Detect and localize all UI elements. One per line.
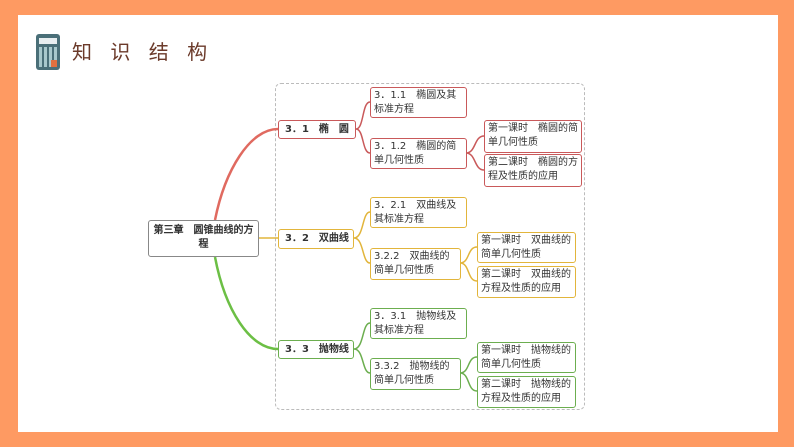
lesson-node: 第二课时 抛物线的方程及性质的应用	[477, 376, 576, 408]
topic-node: 3．1.2 椭圆的简单几何性质	[370, 138, 467, 169]
lesson-node: 第二课时 双曲线的方程及性质的应用	[477, 266, 576, 298]
topic-node: 3．3.1 抛物线及其标准方程	[370, 308, 467, 339]
lesson-node: 第一课时 抛物线的简单几何性质	[477, 342, 576, 373]
sections-frame	[275, 83, 585, 410]
connector-ellipse	[213, 127, 279, 221]
topic-node: 3．2.1 双曲线及其标准方程	[370, 197, 467, 228]
lesson-node: 第二课时 椭圆的方程及性质的应用	[484, 154, 582, 187]
topic-node: 3.3.2 抛物线的简单几何性质	[370, 358, 461, 390]
lesson-node: 第一课时 双曲线的简单几何性质	[477, 232, 576, 263]
section-hyperbola: 3．2 双曲线	[278, 229, 354, 249]
root-node: 第三章 圆锥曲线的方程	[148, 220, 259, 257]
calculator-icon	[36, 34, 60, 70]
topic-node: 3.2.2 双曲线的简单几何性质	[370, 248, 461, 280]
lesson-node: 第一课时 椭圆的简单几何性质	[484, 120, 582, 153]
section-ellipse: 3．1 椭 圆	[278, 120, 356, 139]
page-title: 知 识 结 构	[72, 40, 214, 64]
section-parabola: 3．3 抛物线	[278, 340, 354, 359]
connector-parabola	[213, 256, 279, 351]
topic-node: 3．1.1 椭圆及其标准方程	[370, 87, 467, 118]
